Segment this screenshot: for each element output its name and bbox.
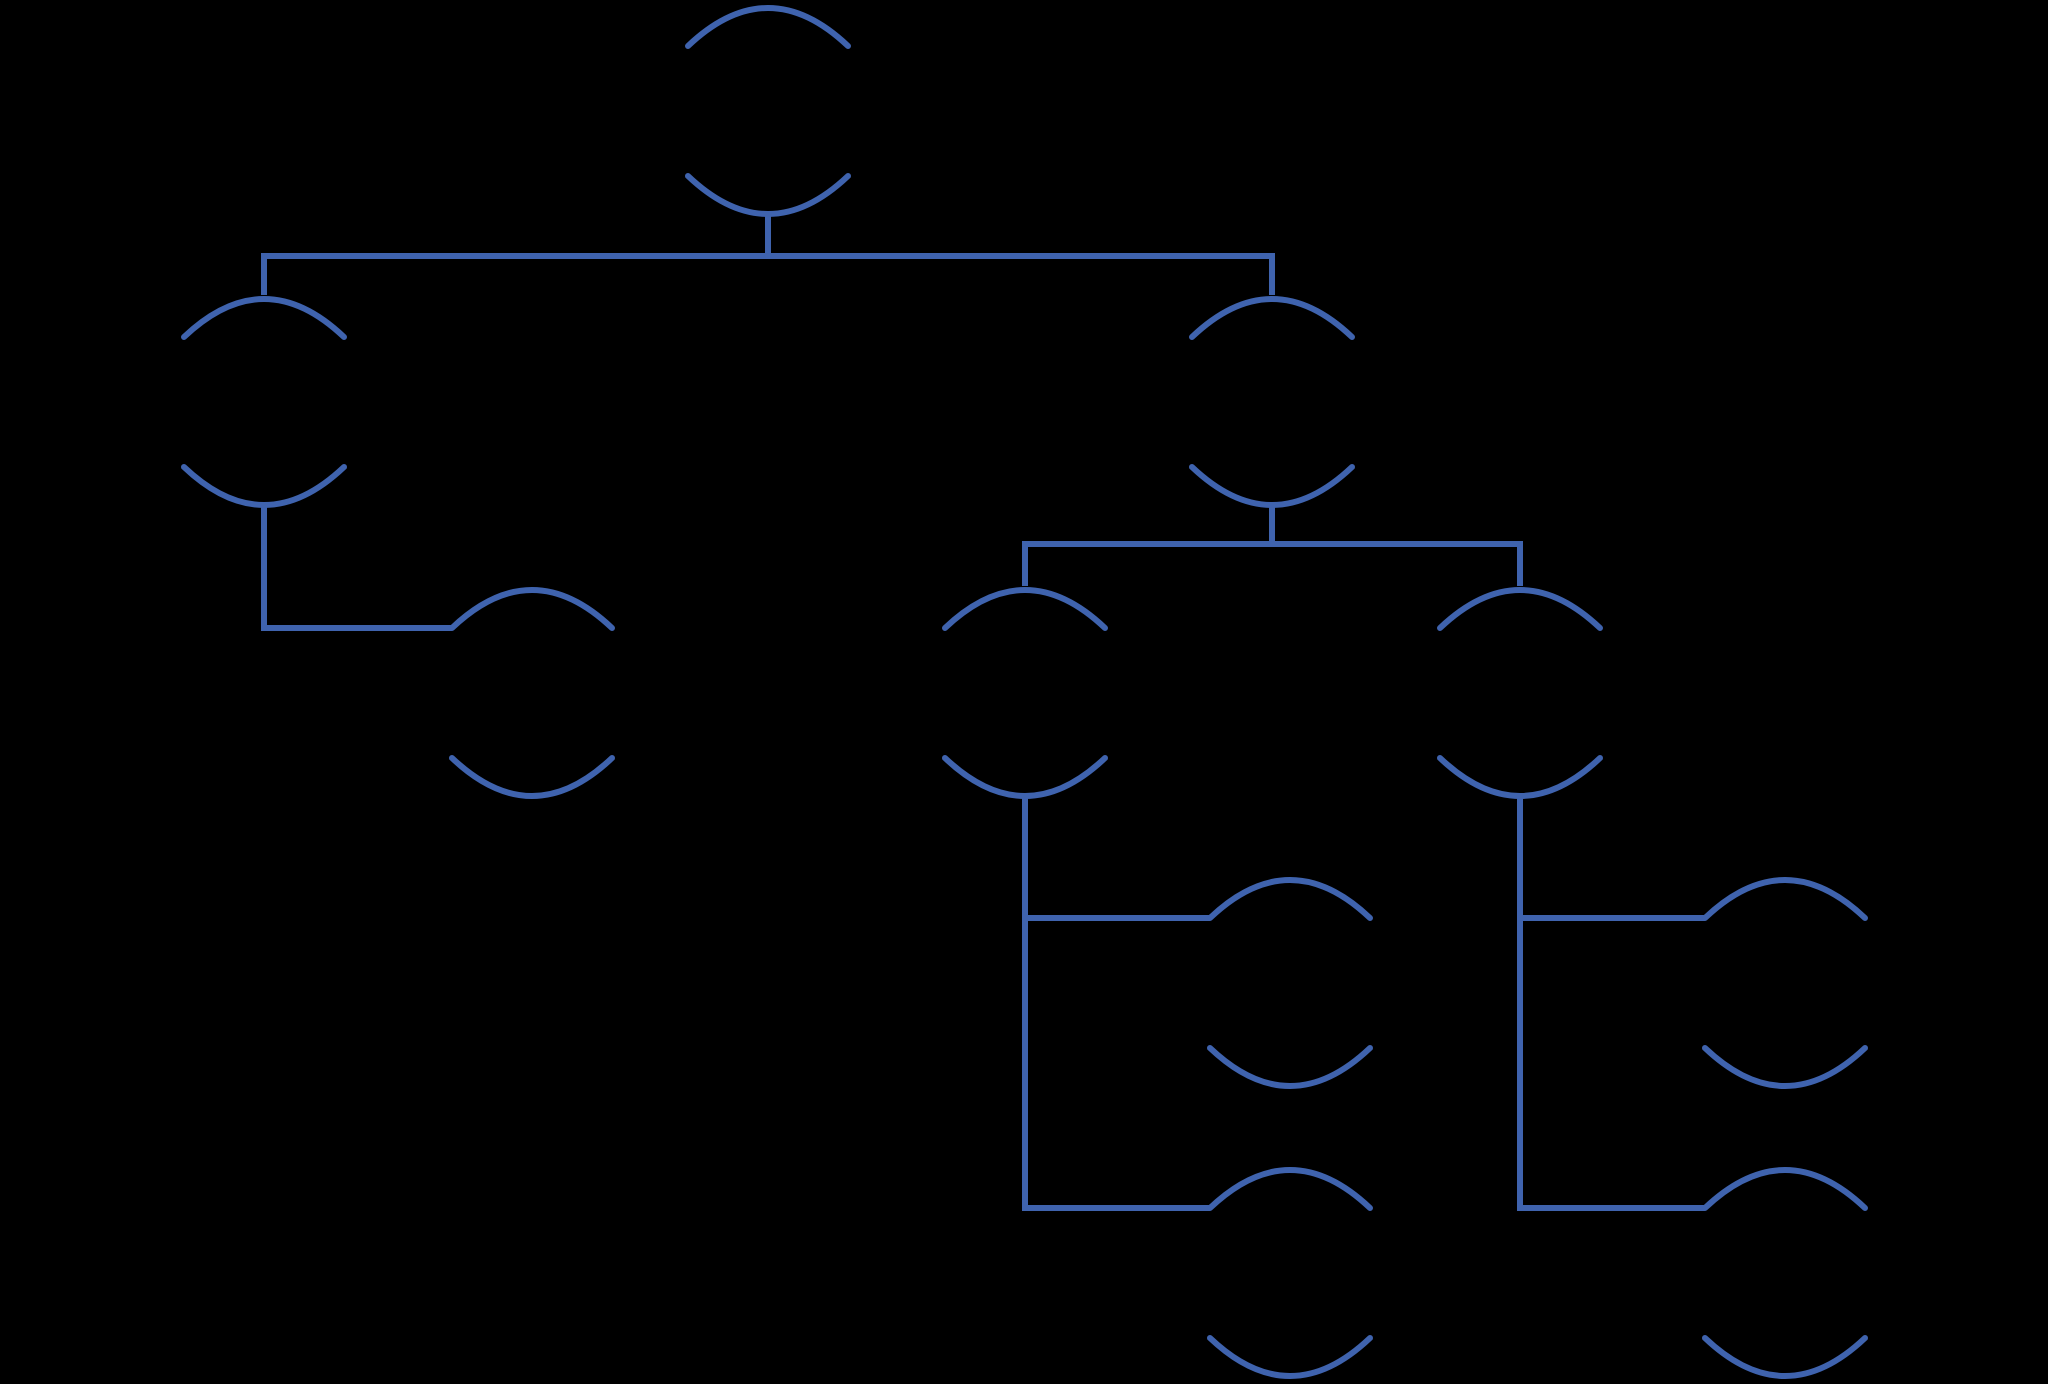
node-l3-b1-top-arc [1702, 877, 1868, 921]
node-l2-right-a-bottom-arc [942, 755, 1108, 799]
node-l3-a2-top-arc [1207, 1167, 1373, 1211]
node-l3-b1 [1702, 877, 1868, 1089]
connector-l2a-to-children [1022, 793, 1210, 1211]
node-root-bottom-arc [685, 173, 851, 217]
node-l3-a1 [1207, 877, 1373, 1089]
node-root-top-arc [685, 5, 851, 49]
node-l2-right-b-top-arc [1437, 587, 1603, 631]
node-l1-left [181, 296, 347, 508]
connector-layer [261, 211, 1705, 1211]
node-l2-left-child-top-arc [449, 587, 615, 631]
node-layer [181, 5, 1868, 1379]
node-l3-a1-top-arc [1207, 877, 1373, 921]
connector-l1-right-to-level2 [1022, 502, 1523, 586]
node-l3-b1-bottom-arc [1702, 1045, 1868, 1089]
connector-root-to-level1 [261, 211, 1275, 295]
node-l3-b2 [1702, 1167, 1868, 1379]
node-l2-right-b-bottom-arc [1437, 755, 1603, 799]
node-l3-b2-top-arc [1702, 1167, 1868, 1211]
node-root [685, 5, 851, 217]
node-l2-right-a-top-arc [942, 587, 1108, 631]
node-l1-right-top-arc [1189, 296, 1355, 340]
node-l1-left-bottom-arc [181, 464, 347, 508]
node-l2-right-b [1437, 587, 1603, 799]
node-l3-b2-bottom-arc [1702, 1335, 1868, 1379]
connector-l2b-to-children [1517, 793, 1705, 1211]
connector-l1-left-to-child [261, 502, 452, 631]
node-l1-left-top-arc [181, 296, 347, 340]
node-l1-right-bottom-arc [1189, 464, 1355, 508]
node-l2-left-child-bottom-arc [449, 755, 615, 799]
node-l3-a2-bottom-arc [1207, 1335, 1373, 1379]
node-l3-a1-bottom-arc [1207, 1045, 1373, 1089]
node-l1-right [1189, 296, 1355, 508]
node-l2-left-child [449, 587, 615, 799]
node-l2-right-a [942, 587, 1108, 799]
node-l3-a2 [1207, 1167, 1373, 1379]
